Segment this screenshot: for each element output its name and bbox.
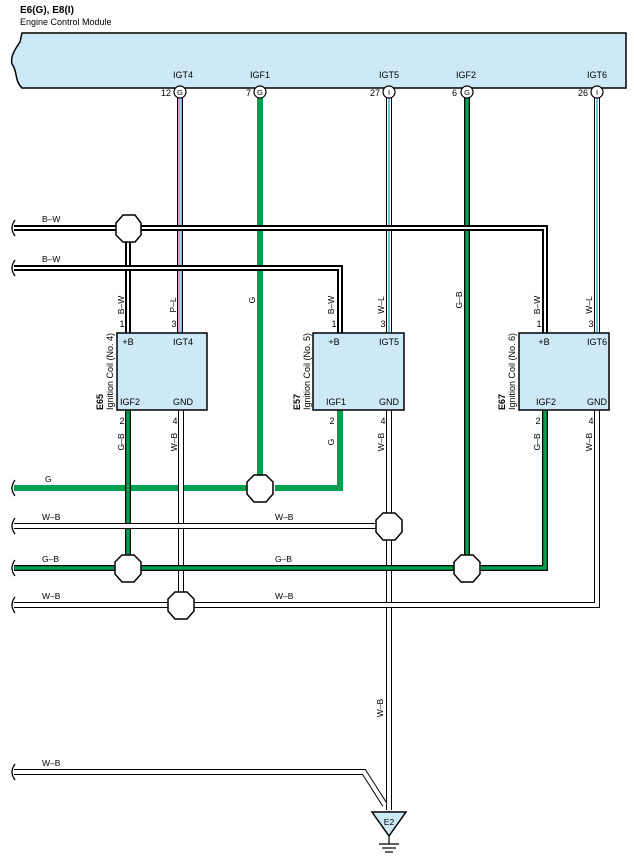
coil-pin-label: IGT6	[587, 337, 607, 347]
svg-text:4: 4	[380, 416, 385, 426]
ecm-pin-conn: I	[596, 88, 598, 97]
svg-text:2: 2	[119, 416, 124, 426]
splice-junction	[246, 474, 274, 503]
ground-label: E2	[384, 817, 395, 827]
wire-break-marks	[11, 219, 16, 781]
svg-text:W–B: W–B	[376, 432, 386, 451]
ignition-coil-no6: +B IGT6 IGF2 GND	[518, 332, 610, 411]
svg-text:G–B: G–B	[532, 433, 542, 450]
ecm-pin-conn: G	[257, 88, 263, 97]
coil-id: E65	[95, 394, 105, 410]
ecm-pin-conn: G	[464, 88, 470, 97]
svg-text:W–B: W–B	[375, 698, 385, 717]
ignition-coil-no4: +B IGT4 IGF2 GND	[116, 332, 208, 411]
wire-g-b-coil6	[481, 410, 548, 571]
svg-text:B–W: B–W	[42, 254, 60, 264]
svg-text:W–B: W–B	[42, 758, 61, 768]
coil-pin-numbers: 1 3 2 4 1 3 2 4 1 3 2 4	[119, 319, 593, 426]
ecm-pin-label: IGT5	[379, 70, 399, 80]
svg-text:G–B: G–B	[116, 433, 126, 450]
svg-text:1: 1	[536, 319, 541, 329]
coil-pin-label: IGF2	[120, 397, 140, 407]
ground-e2: E2	[370, 811, 408, 853]
ecm-pin-label: IGT6	[587, 70, 607, 80]
svg-text:B–W: B–W	[42, 214, 60, 224]
wire-w-b-coil6	[194, 410, 600, 608]
coil-name: Ignition Coil (No. 6)	[507, 333, 517, 410]
coil-pin-label: GND	[173, 397, 194, 407]
svg-text:W–L: W–L	[584, 296, 594, 314]
svg-text:W–B: W–B	[42, 512, 61, 522]
coil-pin-label: IGF2	[536, 397, 556, 407]
ecm-connector-label: E6(G), E8(I)	[20, 5, 74, 16]
svg-text:3: 3	[588, 319, 593, 329]
ecm-pin-connectors: G G I G I	[173, 85, 604, 99]
splice-junction	[453, 554, 481, 583]
splice-junction	[375, 512, 403, 541]
svg-text:B–W: B–W	[326, 296, 336, 314]
svg-text:P–L: P–L	[168, 297, 178, 312]
svg-text:W–B: W–B	[42, 591, 61, 601]
svg-text:3: 3	[380, 319, 385, 329]
wire-w-b-bus-3	[14, 769, 388, 807]
wire-b-w-bus-2	[14, 265, 343, 333]
coil-pin-label: IGT4	[173, 337, 193, 347]
ecm-module-box	[10, 32, 627, 89]
coil-pin-label: GND	[587, 397, 608, 407]
vertical-wire-labels: B–W P–L G–B W–B G B–W W–L G W–B G–B B–W …	[116, 291, 594, 717]
ignition-coil-no5: +B IGT5 IGF1 GND	[312, 332, 405, 411]
svg-text:G–B: G–B	[454, 291, 464, 308]
ecm-pin-number: 12	[161, 88, 171, 98]
coil-pin-label: +B	[328, 337, 339, 347]
coil-pin-label: IGF1	[326, 397, 346, 407]
svg-text:G: G	[45, 474, 52, 484]
svg-text:W–B: W–B	[584, 432, 594, 451]
svg-text:W–L: W–L	[376, 296, 386, 314]
ecm-pin-label: IGF1	[250, 70, 270, 80]
coil-name: Ignition Coil (No. 4)	[105, 333, 115, 410]
wire-b-w-bus-1	[14, 225, 548, 333]
svg-text:4: 4	[172, 416, 177, 426]
coil-pin-label: +B	[538, 337, 549, 347]
svg-text:3: 3	[171, 319, 176, 329]
coil-id: E67	[497, 394, 507, 410]
svg-text:W–B: W–B	[275, 591, 294, 601]
svg-text:4: 4	[588, 416, 593, 426]
svg-text:B–W: B–W	[532, 296, 542, 314]
svg-text:G: G	[247, 297, 257, 304]
svg-text:G–B: G–B	[42, 554, 59, 564]
svg-text:1: 1	[331, 319, 336, 329]
ecm-pin-conn: G	[177, 88, 183, 97]
ecm-pin-number: 6	[452, 88, 457, 98]
splice-junction	[114, 554, 142, 583]
ecm-name-label: Engine Control Module	[20, 17, 112, 27]
wire-p-l-igt4	[177, 97, 183, 333]
ecm-pin-conn: I	[388, 88, 390, 97]
svg-text:B–W: B–W	[116, 296, 126, 314]
ecm-pin-number: 27	[370, 88, 380, 98]
svg-text:2: 2	[329, 416, 334, 426]
ecm-pin-label: IGF2	[456, 70, 476, 80]
svg-text:G–B: G–B	[275, 554, 292, 564]
ecm-pin-number: 7	[246, 88, 251, 98]
splice-junction	[115, 214, 142, 243]
coil-pin-label: +B	[122, 337, 133, 347]
horizontal-wire-labels: B–W B–W G W–B W–B G–B G–B W–B W–B W–B	[42, 214, 294, 768]
coil-id-labels: E65 Ignition Coil (No. 4) E57 Ignition C…	[95, 333, 517, 410]
svg-text:2: 2	[535, 416, 540, 426]
coil-name: Ignition Coil (No. 5)	[302, 333, 312, 410]
svg-text:G: G	[326, 439, 336, 446]
coil-pin-label: GND	[379, 397, 400, 407]
ecm-pin-label: IGT4	[173, 70, 193, 80]
ecm-pin-number: 26	[578, 88, 588, 98]
coil-pin-label: IGT5	[379, 337, 399, 347]
splice-junctions	[114, 214, 481, 620]
svg-text:W–B: W–B	[169, 432, 179, 451]
coil-id: E57	[292, 394, 302, 410]
svg-text:1: 1	[119, 319, 124, 329]
svg-text:W–B: W–B	[275, 512, 294, 522]
splice-junction	[167, 591, 195, 620]
